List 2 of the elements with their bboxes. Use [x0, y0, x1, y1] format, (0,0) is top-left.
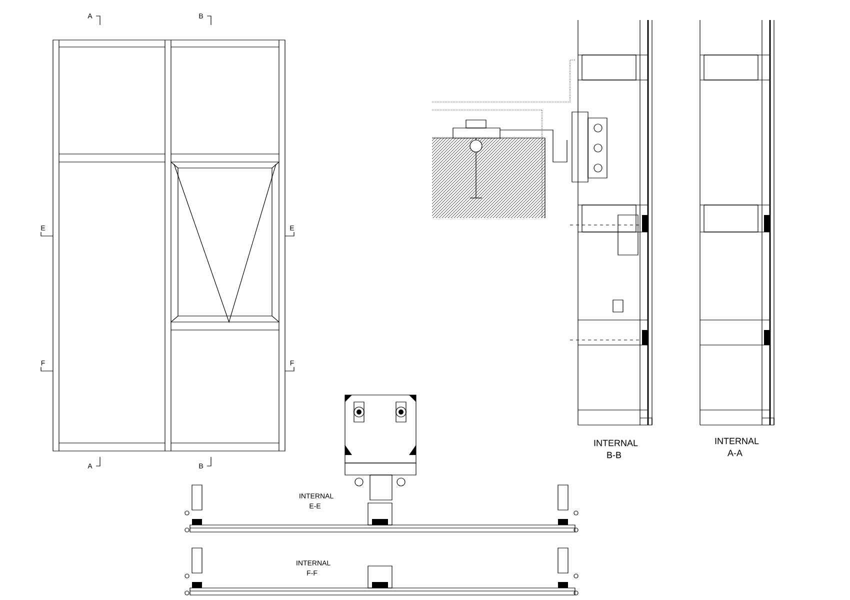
section-caption: INTERNAL A-A: [715, 438, 759, 456]
section-caption: INTERNAL B-B: [594, 440, 638, 458]
